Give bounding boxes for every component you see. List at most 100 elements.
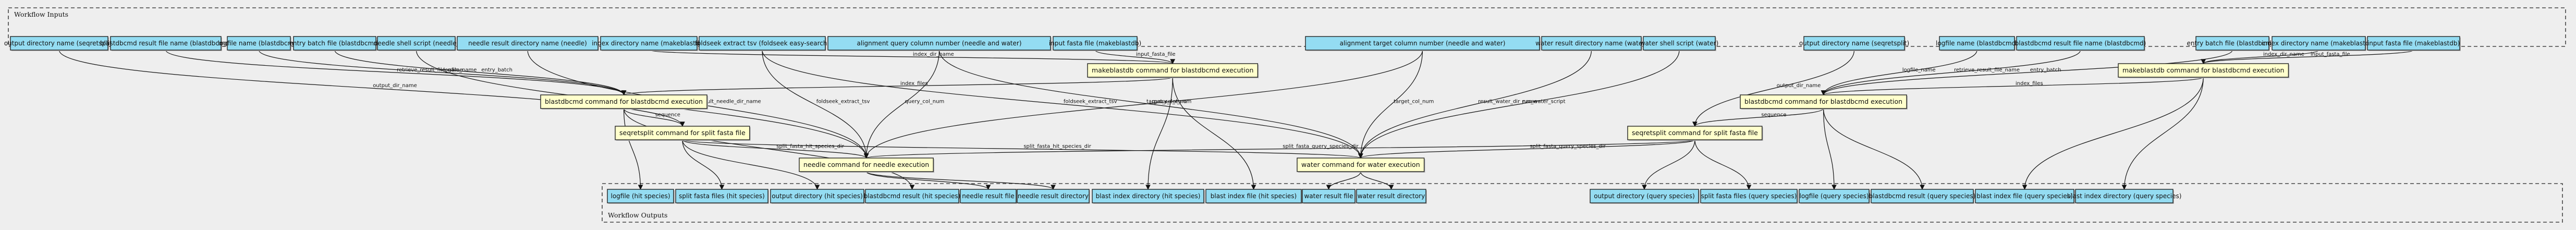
edge [1358,50,1423,159]
output-node[interactable]: logfile (query species) [1799,189,1870,204]
input-node[interactable]: index directory name (makeblastdb) [592,36,706,51]
edge-label: output_dir_name [373,83,417,89]
edge [334,50,627,95]
command-node[interactable]: needle command for needle execution [799,158,935,173]
command-node[interactable]: seqretsplit command for split fasta file [615,126,751,141]
input-node[interactable]: index directory name (makeblastdb) [2262,36,2376,51]
edge [2121,77,2204,190]
edge [762,50,869,159]
output-node[interactable]: blast index directory (hit species) [1092,189,1205,204]
output-node-label: blast index file (hit species) [1211,192,1297,200]
input-node[interactable]: input fasta file (makeblastdb) [1049,36,1141,51]
edge-label: input_fasta_file [1136,52,1176,57]
input-node[interactable]: water result directory name (water) [1535,36,1647,51]
input-node-label: water shell script (water) [1640,40,1719,47]
command-node[interactable]: water command for water execution [1297,158,1425,173]
edge-label: run_water_script [1522,99,1565,105]
input-node[interactable]: needle result directory name (needle) [457,36,599,51]
command-node[interactable]: makeblastdb command for blastdbcmd execu… [1087,63,1259,78]
edge-label: target_col_num [1146,99,1187,105]
input-node[interactable]: blastdbcmd result file name (blastdbcmd) [100,36,231,51]
output-node-label: blastdbcmd result (query species) [1869,192,1976,200]
output-node[interactable]: blast index directory (query species) [2067,189,2182,204]
output-node-label: logfile (query species) [1799,192,1869,200]
output-node[interactable]: blastdbcmd result (hit species) [864,189,961,204]
output-node[interactable]: needle result file [960,189,1017,204]
edge-label: entry_batch [481,67,512,73]
command-node[interactable]: makeblastdb command for blastdbcmd execu… [2118,63,2290,78]
edge-label: split_fasta_hit_species_dir [1023,144,1091,150]
output-node-label: blastdbcmd result (hit species) [864,192,961,200]
edge-label: input_fasta_file [2311,52,2350,57]
output-node-label: output directory (hit species) [772,192,863,200]
output-node[interactable]: split fasta files (query species) [1700,189,1798,204]
edge-label: sequence [1761,112,1786,118]
output-node[interactable]: split fasta files (hit species) [675,189,769,204]
input-node-label: blastdbcmd result file name (blastdbcmd) [100,40,231,47]
output-node[interactable]: blast index file (query species) [1975,189,2075,204]
input-node[interactable]: output directory name (seqretsplit) [1799,36,1909,51]
edge-label: query_col_num [905,99,945,105]
input-node[interactable]: input fasta file (makeblastdb) [2367,36,2461,51]
edge-label: split_fasta_hit_species_dir [776,144,844,150]
workflow-inputs-cluster [8,7,2566,47]
edge-label: query_col_num [1152,99,1192,105]
output-node-label: split fasta files (hit species) [679,192,765,200]
edge-label: split_fasta_query_species_dir [1283,144,1359,150]
output-node[interactable]: water result file [1302,189,1356,204]
output-node[interactable]: output directory (query species) [1590,189,1700,204]
edge-label: index_dir_name [913,52,954,57]
output-node[interactable]: blastdbcmd result (query species) [1869,189,1976,204]
input-node[interactable]: logfile name (blastdbcmd) [218,36,300,51]
input-node[interactable]: water shell script (water) [1640,36,1719,51]
workflow-inputs-title: Workflow Inputs [14,10,68,18]
edge [682,139,869,159]
edge [1821,50,2233,95]
edge-label: retrieve_result_file_name [397,67,462,73]
workflow-outputs-title: Workflow Outputs [608,211,667,219]
command-node[interactable]: blastdbcmd command for blastdbcmd execut… [540,94,709,110]
input-node[interactable]: needle shell script (needle) [374,36,459,51]
command-node-label: makeblastdb command for blastdbcmd execu… [2122,66,2284,74]
workflow-outputs-cluster [602,183,2563,223]
output-node[interactable]: output directory (hit species) [770,189,865,204]
output-node[interactable]: logfile (hit species) [607,189,675,204]
input-node[interactable]: blastdbcmd result file name (blastdbcmd) [2015,36,2146,51]
output-node[interactable]: water result directory [1356,189,1427,204]
input-node[interactable]: alignment target column number (needle a… [1305,36,1541,51]
edge-label: output_dir_name [1777,83,1821,89]
edge-label: logfile_name [1902,67,1936,73]
input-node-label: logfile name (blastdbcmd) [1936,40,2018,47]
input-node-label: entry batch file (blastdbcmd) [2187,40,2278,47]
output-node[interactable]: blast index file (hit species) [1205,189,1302,204]
command-node[interactable]: blastdbcmd command for blastdbcmd execut… [1740,94,1908,110]
edge [1821,50,1977,95]
input-node[interactable]: output directory name (seqretsplit) [4,36,114,51]
input-node[interactable]: entry batch file (blastdbcmd) [289,36,381,51]
input-node[interactable]: logfile name (blastdbcmd) [1936,36,2018,51]
edge [938,50,1363,159]
edge [1360,171,1394,190]
edge [863,50,940,159]
edge [623,108,685,127]
input-node[interactable]: entry batch file (blastdbcmd) [2187,36,2278,51]
edge [1358,50,1592,159]
edge [1823,108,1925,190]
input-node[interactable]: foldseek extract tsv (foldseek easy-sear… [695,36,829,51]
output-node[interactable]: needle result directory [1017,189,1090,204]
input-node[interactable]: alignment query column number (needle an… [827,36,1052,51]
input-node-label: water result directory name (water) [1535,40,1647,47]
input-node-label: needle result directory name (needle) [468,40,587,47]
command-node-label: seqretsplit command for split fasta file [1632,129,1758,137]
command-node[interactable]: seqretsplit command for split fasta file [1627,126,1763,141]
edge [1821,77,2204,95]
edge [621,77,1173,95]
input-node-label: output directory name (seqretsplit) [4,40,114,47]
input-node-label: index directory name (makeblastdb) [2262,40,2376,47]
edge-label: index_dir_name [2263,52,2304,57]
edge [623,108,915,190]
output-node-label: water result file [1304,192,1353,200]
edge [864,139,1695,159]
edge [1821,50,2081,95]
edge [865,171,1056,190]
